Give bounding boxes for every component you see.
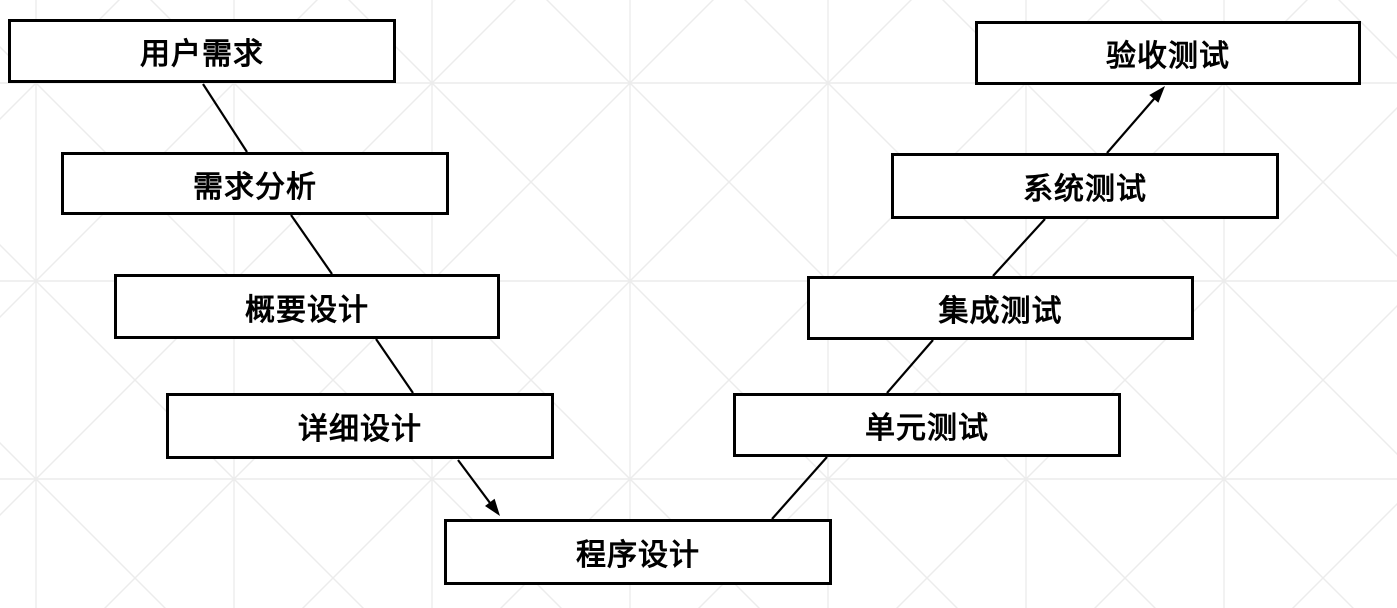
connector-high-level-design-to-detailed-design [375,338,414,394]
node-system-testing: 系统测试 [891,153,1279,219]
connector-requirements-analysis-to-high-level-design [290,214,333,275]
node-acceptance-testing: 验收测试 [975,21,1361,85]
node-detailed-design: 详细设计 [166,393,554,459]
arrowhead-into-acceptance-testing [1149,86,1165,103]
connector-detailed-design-to-program-design [457,459,497,512]
connector-system-testing-to-acceptance-testing [1106,91,1161,154]
connector-program-design-to-unit-testing [771,456,828,520]
connector-integration-testing-to-system-testing [992,218,1046,277]
connector-user-requirements-to-requirements-analysis [202,83,248,153]
node-unit-testing: 单元测试 [733,393,1121,457]
node-user-requirements: 用户需求 [8,19,396,83]
node-program-design: 程序设计 [444,519,832,585]
node-integration-testing: 集成测试 [807,276,1194,340]
node-requirements-analysis: 需求分析 [61,152,449,215]
connector-unit-testing-to-integration-testing [886,339,934,394]
node-high-level-design: 概要设计 [114,274,500,339]
arrowhead-into-program-design [485,498,500,516]
